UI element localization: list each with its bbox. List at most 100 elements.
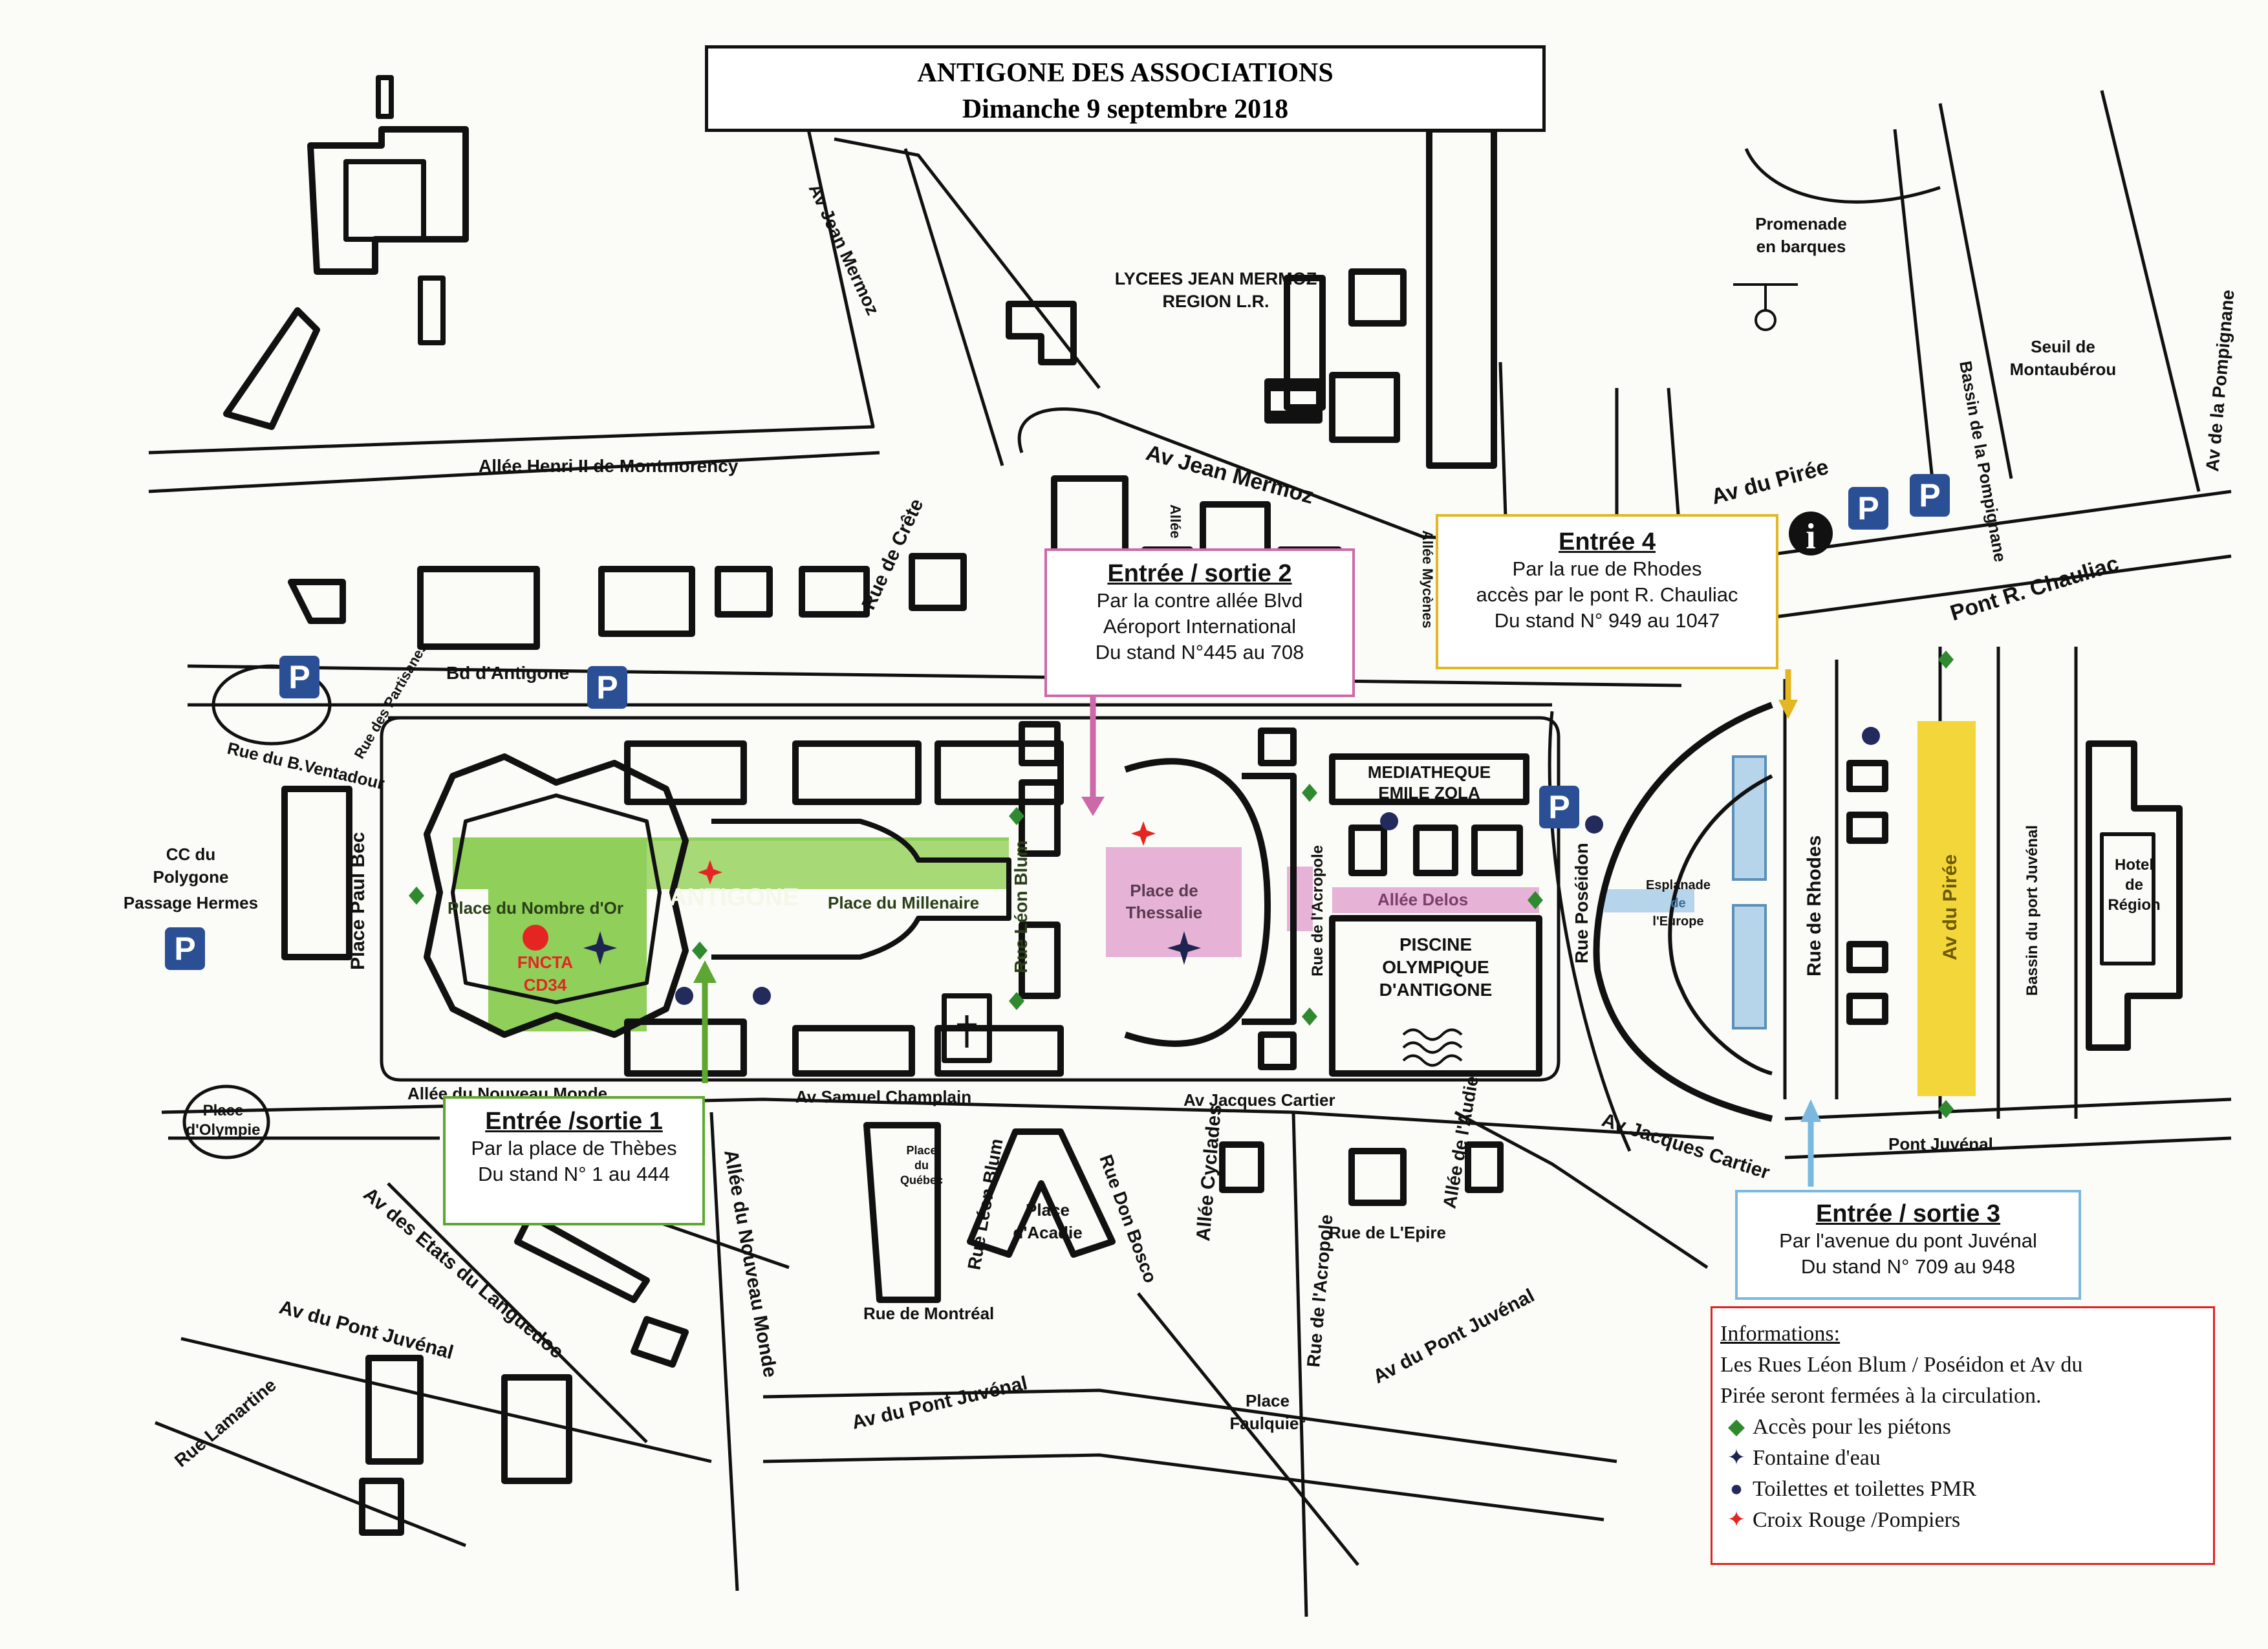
label-bassin-pompignane: Bassin de la Pompignane xyxy=(1956,360,2010,563)
label-av-jacques-cartier-right: Av Jacques Cartier xyxy=(1599,1109,1773,1183)
fountain-star-icons xyxy=(583,931,1201,965)
label-mediatheque-1: MEDIATHEQUE xyxy=(1368,762,1491,782)
entrance-3-box: Entrée / sortie 3 Par l'avenue du pont J… xyxy=(1735,1190,2081,1300)
label-place-quebec-2: du xyxy=(914,1159,929,1172)
parking-icon: P xyxy=(165,927,205,970)
entrance-3-line2: Du stand N° 709 au 948 xyxy=(1800,1255,2016,1278)
access-diamond-icons xyxy=(409,651,1954,1118)
label-fncta: FNCTA xyxy=(517,953,573,972)
label-av-piree-top: Av du Pirée xyxy=(1709,455,1831,510)
parking-icon: P xyxy=(587,666,627,709)
label-allee-henri: Allée Henri II de Montmorency xyxy=(479,456,739,476)
label-cc-polygone-2: Polygone xyxy=(153,867,228,887)
blue-zones xyxy=(1604,755,1767,1029)
label-esplanade-1: Esplanade xyxy=(1646,878,1711,892)
entrance-2-line3: Du stand N°445 au 708 xyxy=(1095,641,1304,663)
label-piscine-1: PISCINE xyxy=(1399,934,1472,954)
legend-label: Fontaine d'eau xyxy=(1753,1446,1881,1470)
label-av-pont-juvenal-left: Av du Pont Juvénal xyxy=(277,1297,455,1364)
map-title-box: ANTIGONE DES ASSOCIATIONS Dimanche 9 sep… xyxy=(705,45,1546,132)
label-rue-partisanes: Rue des Partisanes xyxy=(351,640,431,761)
label-passage-hermes: Passage Hermes xyxy=(124,893,258,912)
entrance-1-line1: Par la place de Thèbes xyxy=(471,1137,677,1159)
legend-item: ✦ Croix Rouge /Pompiers xyxy=(1720,1505,2213,1536)
label-place-acadie-1: Place xyxy=(1026,1200,1070,1220)
label-hotel-1: Hotel xyxy=(2115,856,2154,874)
yellow-zone xyxy=(1917,721,1976,1096)
map-title: ANTIGONE DES ASSOCIATIONS xyxy=(917,58,1334,88)
label-rue-poseidon: Rue Poséidon xyxy=(1571,843,1592,964)
entrance-1-box: Entrée /sortie 1 Par la place de Thèbes … xyxy=(443,1096,705,1225)
label-av-piree-right: Av du Pirée xyxy=(1939,854,1961,960)
entrance-1-title: Entrée /sortie 1 xyxy=(485,1108,663,1135)
parking-icon: P xyxy=(1848,487,1888,530)
information-legend: Informations: Les Rues Léon Blum / Poséi… xyxy=(1711,1306,2215,1565)
label-av-pompignane: Av de la Pompignane xyxy=(2202,289,2238,473)
info-text-2: Pirée seront fermées à la circulation. xyxy=(1720,1384,2042,1408)
parking-icon: P xyxy=(1539,786,1579,828)
red-cross-icons xyxy=(698,821,1156,885)
label-rue-rhodes: Rue de Rhodes xyxy=(1804,835,1825,976)
label-bassin-port-juvenal: Bassin du port Juvénal xyxy=(2024,825,2041,996)
legend-item: ◆ Accès pour les piétons xyxy=(1720,1412,2213,1443)
label-av-jean-mermoz-mid: Av Jean Mermoz xyxy=(1143,440,1317,509)
label-rue-acropole-mid: Rue de l'Acropole xyxy=(1309,845,1326,976)
label-lycees: LYCEES JEAN MERMOZ xyxy=(1115,269,1317,288)
label-place-thessalie-2: Thessalie xyxy=(1126,903,1203,922)
label-av-jacques-cartier-mid: Av Jacques Cartier xyxy=(1183,1090,1335,1110)
label-allee-delos: Allée Delos xyxy=(1377,890,1468,909)
legend-item: ✦ Fontaine d'eau xyxy=(1720,1443,2213,1474)
entrance-4-line3: Du stand N° 949 au 1047 xyxy=(1494,609,1720,632)
label-esplanade-2: de xyxy=(1670,896,1685,911)
legend-label: Toilettes et toilettes PMR xyxy=(1753,1477,1977,1501)
legend-label: Croix Rouge /Pompiers xyxy=(1753,1508,1961,1532)
label-place-paul-bec: Place Paul Bec xyxy=(347,832,369,970)
label-piscine-3: D'ANTIGONE xyxy=(1379,980,1493,1000)
entrance-2-box: Entrée / sortie 2 Par la contre allée Bl… xyxy=(1044,548,1355,697)
label-bd-antigone: Bd d'Antigone xyxy=(446,663,569,683)
label-promenade: Promenade xyxy=(1755,214,1847,233)
label-rue-leon-blum: Rue Léon Blum xyxy=(1011,841,1031,973)
label-av-samuel: Av Samuel Champlain xyxy=(795,1087,971,1106)
label-allee-short: Allée xyxy=(1167,504,1183,539)
green-diamond-icon: ◆ xyxy=(1727,1415,1745,1439)
entrance-4-box: Entrée 4 Par la rue de Rhodes accès par … xyxy=(1436,514,1778,669)
legend-item: ● Toilettes et toilettes PMR xyxy=(1720,1474,2213,1505)
fncta-marker xyxy=(523,925,548,951)
label-piscine-2: OLYMPIQUE xyxy=(1382,957,1489,977)
entrance-3-title: Entrée / sortie 3 xyxy=(1815,1200,2001,1227)
label-rue-lamartine: Rue Lamartine xyxy=(171,1375,280,1471)
label-montauberou: Montaubérou xyxy=(2010,360,2117,379)
label-rue-montreal: Rue de Montréal xyxy=(863,1304,994,1323)
green-zone xyxy=(453,837,1009,1031)
label-place-nombre-or: Place du Nombre d'Or xyxy=(448,898,623,918)
label-place-olympie-1: Place xyxy=(203,1102,244,1119)
info-text-1: Les Rues Léon Blum / Poséidon et Av du xyxy=(1720,1353,2083,1377)
parking-icon: P xyxy=(279,656,319,698)
label-cc-polygone-1: CC du xyxy=(166,845,216,864)
label-allee-nouveau-monde-vert: Allée du Nouveau Monde xyxy=(720,1148,781,1379)
label-place-olympie-2: d'Olympie xyxy=(186,1121,260,1139)
label-rue-epire: Rue de L'Epire xyxy=(1329,1223,1446,1242)
toilet-dot-icons xyxy=(675,727,1880,1005)
entrance-arrows xyxy=(693,669,1821,1187)
label-pont-juvenal: Pont Juvénal xyxy=(1888,1134,1993,1154)
label-hotel-3: Région xyxy=(2108,896,2160,914)
label-place-acadie-2: d'Acadie xyxy=(1013,1223,1082,1242)
label-esplanade-3: l'Europe xyxy=(1652,914,1703,929)
label-seuil: Seuil de xyxy=(2031,337,2095,356)
church-cross-icon xyxy=(957,1015,977,1048)
toilet-dot-icon: ● xyxy=(1729,1477,1744,1501)
entrance-4-title: Entrée 4 xyxy=(1559,528,1656,555)
label-mediatheque-2: EMILE ZOLA xyxy=(1378,783,1480,803)
parking-icon: P xyxy=(1910,474,1950,517)
entrance-4-line2: accès par le pont R. Chauliac xyxy=(1476,583,1738,606)
label-allee-mycenes: Allée Mycènes xyxy=(1420,530,1436,629)
buildings xyxy=(223,75,2183,1536)
svg-text:i: i xyxy=(1806,517,1816,557)
wave-icon xyxy=(1402,1028,1463,1067)
label-place-thessalie-1: Place de xyxy=(1130,881,1198,900)
label-place-faulquier-2: Faulquier xyxy=(1229,1414,1305,1433)
